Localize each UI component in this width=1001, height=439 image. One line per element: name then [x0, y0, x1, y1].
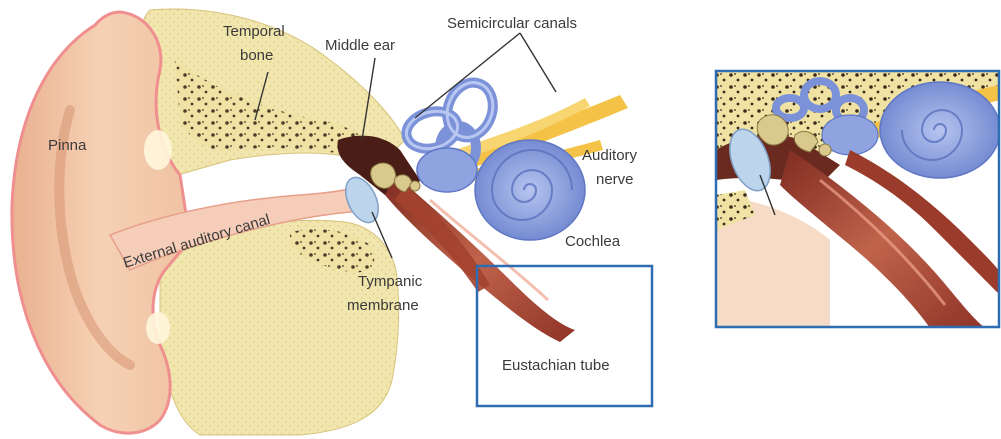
label-cochlea: Cochlea [565, 233, 621, 250]
pinna-highlight-lower [146, 312, 170, 344]
label-eustachian-tube: Eustachian tube [502, 357, 610, 374]
label-pinna: Pinna [48, 137, 87, 154]
pinna-highlight-upper [144, 130, 172, 170]
label-auditory-nerve-1: Auditory [582, 147, 638, 164]
label-tympanic-membrane-1: Tympanic [358, 273, 423, 290]
vestibule [417, 148, 477, 192]
label-temporal-bone-2: bone [240, 47, 273, 64]
label-middle-ear: Middle ear [325, 37, 395, 54]
label-tympanic-membrane-2: membrane [347, 297, 419, 314]
label-auditory-nerve-2: nerve [596, 171, 634, 188]
label-temporal-bone-1: Temporal [223, 23, 285, 40]
label-semicircular-canals: Semicircular canals [447, 15, 577, 32]
cochlea [475, 140, 585, 240]
zoom-inset [716, 71, 1000, 328]
main-illustration: Temporal bone Middle ear Semicircular ca… [12, 9, 652, 435]
semicircular-leader-a [415, 33, 520, 118]
semicircular-leader-b [520, 33, 556, 92]
